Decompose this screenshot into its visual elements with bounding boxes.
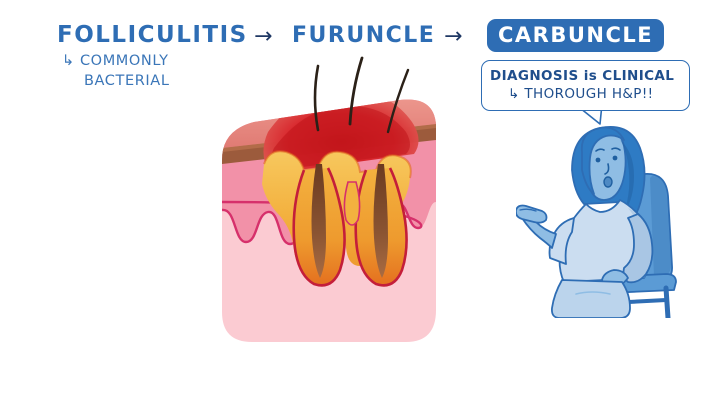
hair-follicle-3 bbox=[343, 181, 361, 226]
nose bbox=[604, 163, 610, 175]
flow-arrow-icon-1: → bbox=[254, 24, 273, 49]
eye-right bbox=[612, 155, 618, 161]
sleeve-right bbox=[622, 213, 654, 284]
hair-follicle-1 bbox=[292, 164, 346, 287]
hair-shaft-2 bbox=[348, 56, 364, 126]
eye-left bbox=[595, 157, 601, 163]
skin-block bbox=[222, 99, 436, 342]
hijab-shadow bbox=[620, 140, 634, 214]
hair-shaft-1 bbox=[313, 64, 320, 132]
abscess-rim bbox=[263, 150, 412, 179]
skin-cross-section-figure bbox=[200, 52, 460, 352]
term-folliculitis: FOLLICULITIS bbox=[57, 22, 248, 48]
speech-bubble-line-1: DIAGNOSIS is CLINICAL bbox=[490, 68, 675, 84]
hijab-front-edge bbox=[580, 126, 625, 195]
folliculitis-subnote: ↳ COMMONLY BACTERIAL bbox=[62, 52, 222, 91]
subnote-line-1: ↳ COMMONLY bbox=[62, 53, 169, 69]
eyebrow-right bbox=[611, 147, 621, 151]
hair-follicle-2 bbox=[354, 164, 408, 287]
chair-leg-right bbox=[663, 285, 671, 318]
hand-gesture bbox=[516, 204, 548, 224]
hand-fingers bbox=[519, 208, 537, 212]
subnote-line-2: BACTERIAL bbox=[84, 72, 170, 89]
chair-back-shadow bbox=[650, 176, 671, 276]
mouth bbox=[603, 176, 613, 188]
term-furuncle: FURUNCLE bbox=[292, 23, 436, 48]
eyebrow-left bbox=[595, 148, 605, 152]
speech-bubble: DIAGNOSIS is CLINICAL ↳ THOROUGH H&P!! bbox=[481, 60, 690, 112]
term-carbuncle-badge: CARBUNCLE bbox=[487, 19, 665, 52]
hair-shafts-group bbox=[313, 56, 410, 134]
flow-arrow-icon-2: → bbox=[444, 24, 463, 49]
speech-bubble-line-2: ↳ THOROUGH H&P!! bbox=[508, 86, 654, 103]
lap-legs bbox=[551, 279, 631, 318]
inflammation-core bbox=[271, 105, 410, 170]
lap-fold bbox=[575, 291, 611, 295]
clinician-figure bbox=[516, 118, 706, 318]
sleeve-left bbox=[548, 217, 575, 265]
hair-shaft-3 bbox=[386, 68, 410, 134]
